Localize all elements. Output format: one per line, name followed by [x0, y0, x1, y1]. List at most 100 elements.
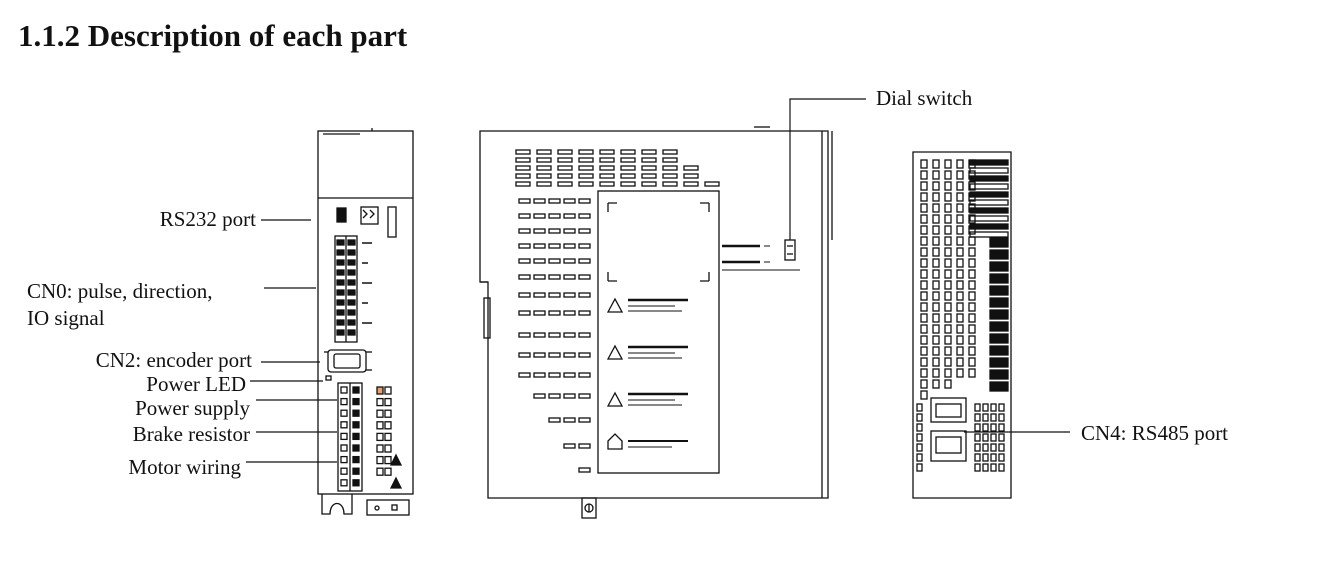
bottom-mount-right — [366, 499, 410, 516]
bottom-fin — [969, 167, 1009, 174]
bottom-fin — [969, 199, 1009, 206]
cn0-pin — [347, 309, 356, 316]
vent-slot — [578, 181, 594, 187]
vent-slot — [563, 352, 576, 358]
bottom-vent-cell — [956, 324, 964, 334]
vent-slot — [563, 310, 576, 316]
bottom-vent-cell — [932, 170, 940, 180]
bottom-vent-cell — [956, 313, 964, 323]
bottom-vent-cell — [920, 159, 928, 169]
terminal-label-box — [376, 467, 384, 476]
vent-slot — [515, 157, 531, 163]
bottom-vent-cell — [920, 390, 928, 400]
bottom-vent-cell — [968, 247, 976, 257]
vent-slot — [599, 165, 615, 171]
terminal-label-box — [384, 444, 392, 453]
terminal-label-box — [384, 432, 392, 442]
bottom-vent-cell — [920, 346, 928, 356]
vent-slot — [533, 243, 546, 249]
port-side-cell — [974, 433, 981, 442]
vent-slot — [578, 393, 591, 399]
vent-slot — [578, 310, 591, 316]
vent-slot — [578, 149, 594, 155]
terminal-pin — [340, 409, 348, 417]
bottom-vent-cell — [932, 225, 940, 235]
terminal-pin — [340, 397, 348, 406]
port-side-cell — [998, 403, 1005, 412]
terminal-label-box — [376, 421, 384, 430]
label-cn2-encoder-port: CN2: encoder port — [95, 348, 252, 372]
terminal-label-box — [376, 397, 384, 407]
vent-slot — [578, 165, 594, 171]
rs232-port-shape — [336, 207, 347, 223]
bottom-vent-cell — [956, 181, 964, 191]
port-side-cell — [998, 413, 1005, 422]
bottom-fin — [989, 273, 1009, 284]
cn0-pin — [336, 319, 345, 326]
vent-slot — [599, 181, 615, 187]
bottom-vent-cell — [932, 247, 940, 257]
bottom-vent-cell — [944, 170, 952, 180]
front-view-outline — [317, 130, 414, 495]
cn0-pin — [336, 299, 345, 306]
bottom-vent-cell — [932, 258, 940, 268]
vent-slot — [515, 165, 531, 171]
bottom-vent-cell — [920, 258, 928, 268]
port-side-cell — [916, 463, 923, 472]
terminal-label-box — [384, 421, 392, 430]
vent-slot — [563, 213, 576, 219]
bottom-vent-cell — [932, 280, 940, 290]
bottom-fin — [989, 321, 1009, 332]
vent-slot — [533, 228, 546, 234]
vent-slot — [548, 274, 561, 280]
bottom-vent-cell — [956, 236, 964, 246]
bottom-vent-cell — [944, 258, 952, 268]
bottom-fin — [989, 285, 1009, 296]
vent-slot — [662, 181, 678, 187]
port-side-cell — [916, 423, 923, 432]
vent-slot — [518, 274, 531, 280]
terminal-pin — [352, 409, 360, 417]
bottom-screw — [581, 497, 597, 519]
vent-slot — [536, 181, 552, 187]
terminal-pin — [352, 397, 360, 406]
port-side-cell — [990, 453, 997, 462]
vent-slot — [548, 417, 561, 423]
cn0-pin — [336, 269, 345, 276]
bottom-vent-cell — [956, 280, 964, 290]
side-view — [479, 126, 833, 519]
bottom-fin — [989, 237, 1009, 248]
bottom-fin — [989, 249, 1009, 260]
vent-slot — [533, 372, 546, 378]
port-side-cell — [982, 463, 989, 472]
vent-slot — [620, 157, 636, 163]
vent-slot — [578, 352, 591, 358]
port-side-cell — [998, 433, 1005, 442]
vent-slot — [641, 165, 657, 171]
bottom-vent-cell — [920, 357, 928, 367]
terminal-pin — [340, 467, 348, 475]
bottom-vent-cell — [956, 346, 964, 356]
vent-slot — [518, 243, 531, 249]
terminal-pin — [352, 455, 360, 464]
port-side-cell — [916, 403, 923, 412]
port-side-cell — [974, 413, 981, 422]
vent-slot — [620, 173, 636, 179]
vent-slot — [518, 292, 531, 298]
bottom-vent-cell — [968, 324, 976, 334]
bottom-vent-cell — [932, 302, 940, 312]
bottom-vent-cell — [944, 302, 952, 312]
label-dial-switch: Dial switch — [876, 86, 973, 110]
bottom-vent-cell — [920, 181, 928, 191]
cn0-connector-shape — [334, 235, 358, 343]
terminal-label-box — [384, 409, 392, 418]
port-side-cell — [998, 443, 1005, 452]
vent-slot — [641, 173, 657, 179]
bottom-vent-cell — [968, 258, 976, 268]
bottom-fin — [969, 223, 1009, 230]
bottom-vent-cell — [968, 313, 976, 323]
vent-slot — [563, 443, 576, 449]
bottom-vent-cell — [944, 368, 952, 378]
cn0-pin — [347, 259, 356, 266]
